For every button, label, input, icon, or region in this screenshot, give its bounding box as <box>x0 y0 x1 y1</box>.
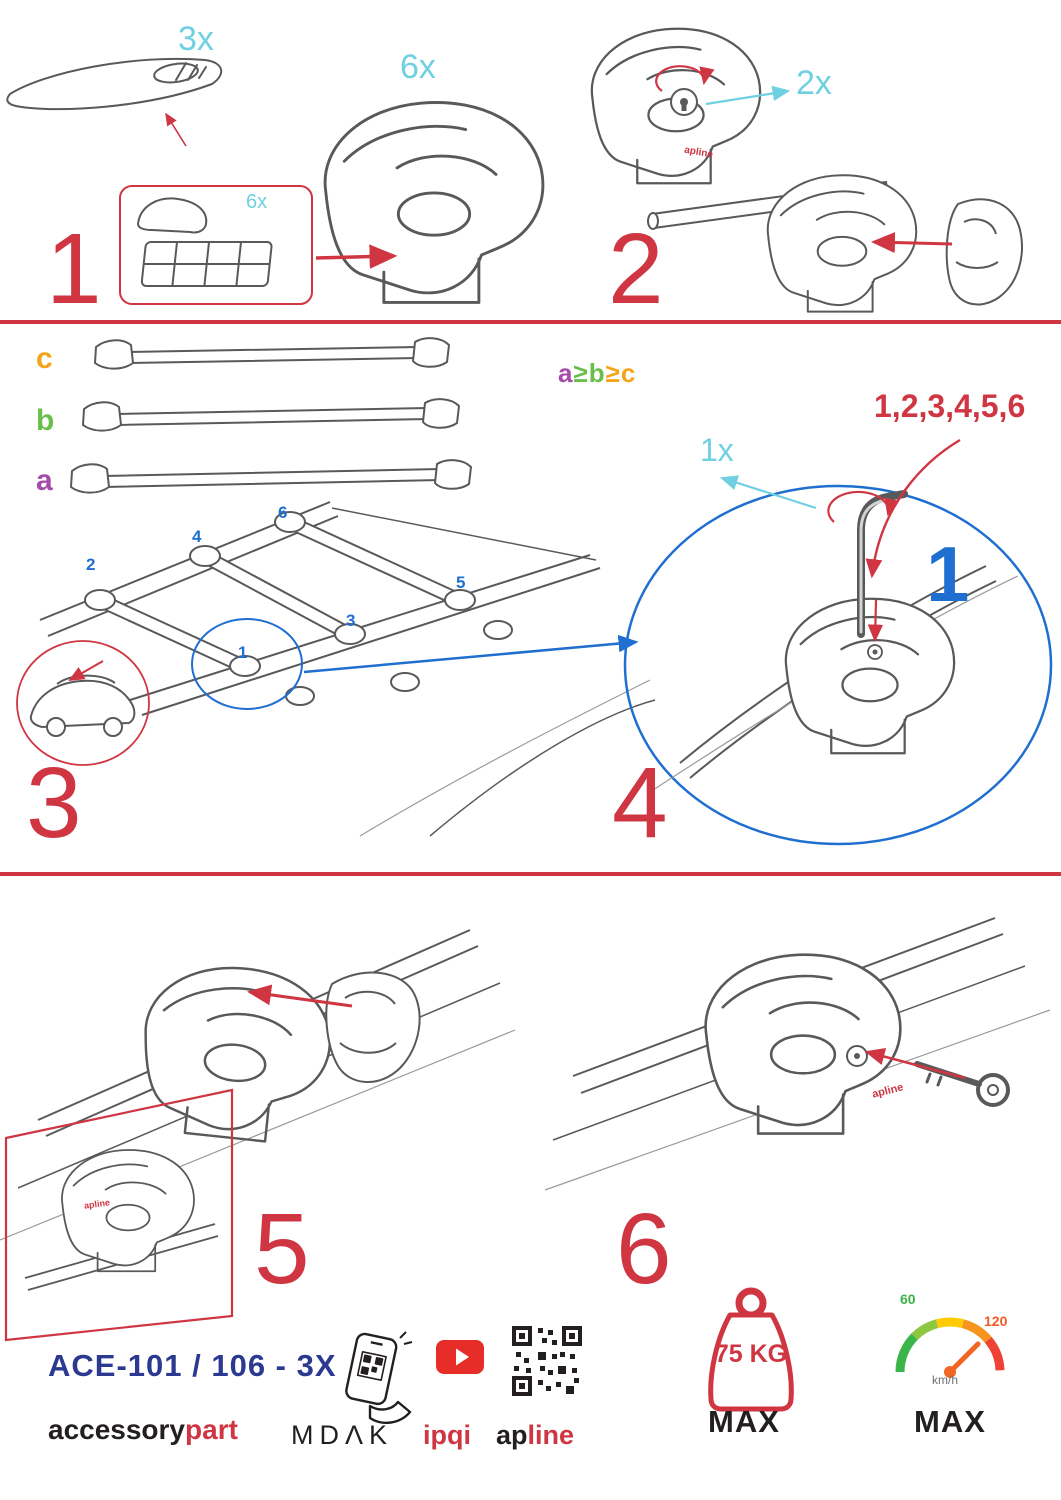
car-roof-arrow <box>68 660 104 681</box>
cap-to-foot-arrow <box>871 232 953 254</box>
brand-part-text: part <box>185 1414 238 1445</box>
step2-illustration <box>590 27 1023 313</box>
section-divider-2 <box>0 872 1061 876</box>
cover-slide-arrow <box>247 984 353 1008</box>
crossbar-b-drawing <box>82 398 460 432</box>
step1-illustration <box>6 57 545 305</box>
qty-label-locks: 2x <box>796 64 832 102</box>
zoom-circle <box>623 484 1053 846</box>
speed-max-label: MAX <box>914 1404 986 1439</box>
brand-accessorypart: accessorypart <box>48 1416 238 1444</box>
rubber-pad-drawing <box>137 197 273 287</box>
roof-position-3-label: 3 <box>346 611 356 630</box>
crossbar-a-drawing <box>70 459 472 494</box>
keyhole-icon <box>670 88 698 116</box>
first-position-label: 1 <box>926 530 970 618</box>
crossbar-sizes-illustration <box>70 337 472 494</box>
qty-label-pads: 6x <box>246 191 268 213</box>
rack-foot-zoom-drawing <box>784 597 956 755</box>
tool-qty-callout-arrow <box>719 475 817 510</box>
speedometer-needle <box>947 1341 981 1375</box>
model-number: ACE-101 / 106 - 3X <box>48 1348 337 1383</box>
weight-limit-tag <box>708 1287 794 1412</box>
bar-label-a: a <box>36 464 53 497</box>
sequence-arrow <box>865 438 961 579</box>
car-inset-drawing <box>29 674 136 737</box>
roof-position-5-label: 5 <box>456 573 466 592</box>
qr-code <box>512 1326 582 1396</box>
roof-position-2-label: 2 <box>86 555 96 574</box>
lock-rotation-arrow <box>655 65 715 92</box>
roof-position-6-label: 6 <box>278 503 288 522</box>
roof-position-1-label: 1 <box>238 643 248 662</box>
brand-line-text: line <box>527 1420 575 1450</box>
size-order-c: c <box>620 358 637 388</box>
weight-max-label: MAX <box>708 1404 780 1439</box>
roof-position-4-label: 4 <box>192 527 202 546</box>
brand-accessory-text: accessory <box>48 1414 186 1445</box>
phone-scan-icon <box>345 1331 413 1424</box>
bar-end-arrow <box>165 112 187 147</box>
qty-label-bars: 3x <box>178 20 214 58</box>
mounted-crossbars <box>84 511 513 706</box>
size-order-a: a <box>558 358 574 388</box>
result-callout-box <box>4 1088 234 1342</box>
qty-label-tool: 1x <box>700 432 734 468</box>
speedometer-icon <box>895 1317 1005 1378</box>
car-inset-circle <box>16 640 150 766</box>
brand-ipqi: ipqi <box>423 1420 471 1450</box>
end-cap-drawing <box>945 198 1023 306</box>
crossbar-c-drawing <box>94 337 450 370</box>
rack-foot-drawing <box>134 957 338 1149</box>
bar-label-c: c <box>36 342 53 375</box>
step-4-number: 4 <box>612 747 668 859</box>
step-1-number: 1 <box>46 213 102 325</box>
key-rotation-arrow <box>827 490 900 523</box>
speed-limit-high: 120 <box>984 1313 1008 1329</box>
size-order-ge2: ≥ <box>605 358 621 388</box>
weight-limit-value: 75 KG <box>714 1340 788 1368</box>
crossbar-profile-drawing <box>6 57 223 111</box>
step4-zoom-illustration <box>623 438 1053 846</box>
step-3-number: 3 <box>26 747 82 859</box>
roof-mounting-illustration <box>16 501 656 837</box>
rack-foot-drawing <box>323 101 545 304</box>
brand-ap-text: ap <box>496 1420 528 1450</box>
bolt-icon <box>867 644 883 660</box>
zoom-link-arrow <box>303 634 639 674</box>
tightening-sequence-label: 1,2,3,4,5,6 <box>874 388 1026 424</box>
speed-limit-low: 60 <box>900 1291 916 1307</box>
cover-piece-drawing <box>325 971 421 1083</box>
pad-detail-callout-box <box>119 185 313 305</box>
bar-label-b: b <box>36 404 55 437</box>
lock-qty-callout-arrow <box>705 85 791 106</box>
size-order-ge1: ≥ <box>573 358 589 388</box>
rack-foot-drawing <box>704 953 902 1135</box>
size-order-b: b <box>588 358 606 388</box>
speed-unit-label: km/h <box>932 1373 959 1387</box>
step6-illustration <box>544 917 1051 1191</box>
section-divider-1 <box>0 320 1061 324</box>
step-6-number: 6 <box>616 1193 672 1305</box>
step5-illustration <box>0 929 516 1342</box>
bolt-arrow <box>867 599 884 643</box>
position-1-highlight-circle <box>191 618 303 710</box>
size-order-label: a≥b≥c <box>558 360 636 386</box>
boxed-foot-drawing <box>61 1149 195 1273</box>
brand-apline: apline <box>496 1422 574 1449</box>
key-insert-arrow <box>864 1048 966 1080</box>
youtube-icon <box>436 1340 484 1374</box>
step-2-number: 2 <box>608 213 664 325</box>
pad-to-foot-arrow <box>315 244 398 269</box>
keyhole-icon <box>846 1045 868 1067</box>
allen-key-highlight <box>859 498 888 634</box>
brand-mdak: MDΛK <box>291 1420 394 1450</box>
step-5-number: 5 <box>254 1193 310 1305</box>
qty-label-feet: 6x <box>400 48 436 86</box>
